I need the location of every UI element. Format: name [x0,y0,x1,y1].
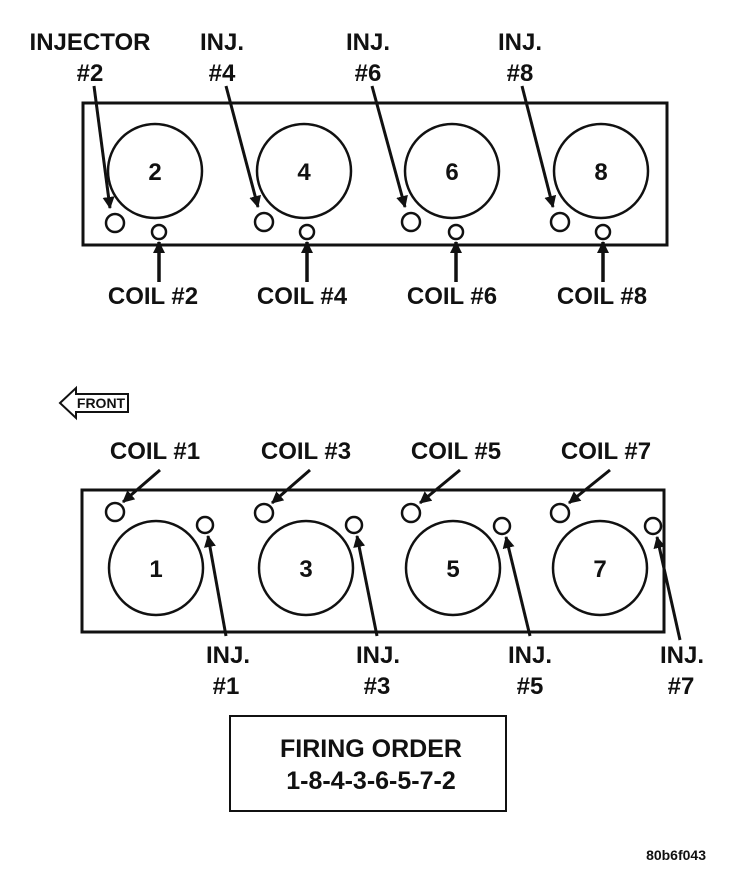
coil-port-4 [298,223,316,241]
front-label: FRONT [77,395,126,411]
top-cylinder-head [81,101,669,247]
injector-port-5 [492,516,512,536]
injector-label-5-line2: #5 [517,673,544,700]
firing-order-frame [229,715,507,812]
injector-label-4-line1: INJ. [200,29,244,56]
coil-label-5: COIL #5 [411,438,501,465]
coil-label-7: COIL #7 [561,438,651,465]
injector-arrow-2 [92,85,115,209]
injector-label-6-line2: #6 [355,60,382,87]
bottom-bank: COIL #1 COIL #3 COIL #5 COIL #7 1 3 5 7 [80,438,704,700]
injector-arrow-8 [520,85,557,208]
coil-arrow-3 [271,468,311,505]
cylinder-3-number: 3 [299,556,312,583]
coil-arrow-7 [568,468,611,505]
cylinder-4 [255,122,353,220]
firing-order-sequence: 1-8-4-3-6-5-7-2 [286,767,456,795]
injector-label-1-line2: #1 [213,673,240,700]
coil-port-8 [594,223,612,241]
coil-port-1 [104,501,126,523]
injector-port-2 [104,212,126,234]
injector-label-8-line1: INJ. [498,29,542,56]
coil-arrow-1 [122,468,161,504]
injector-arrow-6 [370,85,408,208]
injector-arrow-5 [502,536,532,637]
coil-port-2 [150,223,168,241]
injector-label-4-line2: #4 [209,60,236,87]
coil-arrow-5 [419,468,461,505]
injector-arrow-3 [353,535,379,637]
cylinder-1 [107,519,205,617]
injector-label-6-line1: INJ. [346,29,390,56]
cylinder-7-number: 7 [593,556,606,583]
injector-label-3-line2: #3 [364,673,391,700]
figure-code: 80b6f043 [646,847,706,863]
cylinder-1-number: 1 [149,556,162,583]
injector-arrow-7 [653,536,682,641]
cylinder-3 [257,519,355,617]
injector-port-7 [643,516,663,536]
injector-label-7-line2: #7 [668,673,695,700]
coil-label-6: COIL #6 [407,283,497,310]
top-bank: INJECTOR #2 INJ. #4 INJ. #6 INJ. #8 2 4 … [30,29,669,310]
coil-label-1: COIL #1 [110,438,200,465]
bottom-cylinder-head [80,488,666,634]
cylinder-2-number: 2 [148,159,161,186]
coil-port-7 [549,502,571,524]
firing-order-box: FIRING ORDER 1-8-4-3-6-5-7-2 [229,715,507,812]
cylinder-6-number: 6 [445,159,458,186]
coil-label-4: COIL #4 [257,283,348,310]
cylinder-2 [106,122,204,220]
injector-port-1 [195,515,215,535]
coil-port-3 [253,502,275,524]
injector-label-5-line1: INJ. [508,642,552,669]
injector-port-4 [253,211,275,233]
front-indicator: FRONT [58,385,129,421]
injector-port-3 [344,515,364,535]
cylinder-8-number: 8 [594,159,607,186]
injector-label-2-line2: #2 [77,60,104,87]
injector-port-6 [400,211,422,233]
cylinder-5-number: 5 [446,556,459,583]
injector-arrow-1 [204,535,228,637]
injector-label-7-line1: INJ. [660,642,704,669]
injector-label-3-line1: INJ. [356,642,400,669]
injector-label-8-line2: #8 [507,60,534,87]
firing-order-title: FIRING ORDER [280,735,462,763]
cylinder-4-number: 4 [297,159,311,186]
cylinder-6 [403,122,501,220]
cylinder-8 [552,122,650,220]
cylinder-7 [551,519,649,617]
coil-label-3: COIL #3 [261,438,351,465]
coil-label-2: COIL #2 [108,283,198,310]
cylinder-5 [404,519,502,617]
injector-arrow-4 [224,85,261,208]
injector-label-2-line1: INJECTOR [30,29,151,56]
coil-label-8: COIL #8 [557,283,647,310]
injector-port-8 [549,211,571,233]
front-arrow-shape [58,385,129,421]
injector-label-1-line1: INJ. [206,642,250,669]
coil-port-5 [400,502,422,524]
coil-port-6 [447,223,465,241]
